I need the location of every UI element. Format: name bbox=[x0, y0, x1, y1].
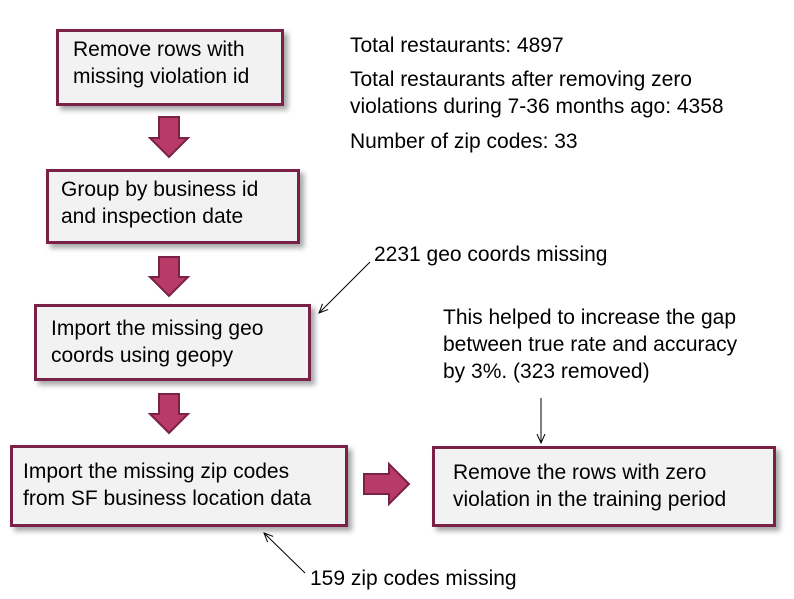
annotation-text: by 3%. (323 removed) bbox=[443, 360, 650, 383]
step-line: Import the missing geo bbox=[51, 317, 264, 340]
stat-total-restaurants: Total restaurants: 4897 bbox=[350, 32, 564, 59]
annotation-text: 159 zip codes missing bbox=[310, 567, 517, 590]
down-arrow-1 bbox=[147, 116, 191, 159]
step-line: Remove rows with bbox=[73, 38, 245, 61]
step-remove-zero-violation: Remove the rows with zero violation in t… bbox=[432, 446, 776, 527]
down-arrow-2 bbox=[147, 256, 191, 298]
step-line: Group by business id bbox=[61, 178, 259, 201]
step-import-geo: Import the missing geo coords using geop… bbox=[34, 304, 311, 381]
stat-text: violations during 7-36 months ago: 4358 bbox=[350, 95, 724, 118]
step-line: and inspection date bbox=[61, 205, 244, 228]
step-line: coords using geopy bbox=[51, 344, 234, 367]
down-arrow-3 bbox=[147, 393, 191, 435]
stat-zip-codes: Number of zip codes: 33 bbox=[350, 128, 578, 155]
stat-text: Number of zip codes: 33 bbox=[350, 130, 578, 153]
geo-missing-pointer bbox=[319, 261, 371, 313]
right-arrow bbox=[363, 461, 411, 507]
stat-after-removing: Total restaurants after removing zero vi… bbox=[350, 66, 724, 120]
stat-text: Total restaurants: 4897 bbox=[350, 34, 564, 57]
step-import-zip: Import the missing zip codes from SF bus… bbox=[10, 445, 348, 527]
annotation-text: 2231 geo coords missing bbox=[374, 243, 608, 266]
step-line: Import the missing zip codes bbox=[23, 460, 290, 483]
annotation-zip-missing: 159 zip codes missing bbox=[310, 565, 517, 592]
stat-text: Total restaurants after removing zero bbox=[350, 68, 692, 91]
zip-missing-pointer bbox=[264, 533, 306, 574]
annotation-gap-note: This helped to increase the gap between … bbox=[443, 304, 737, 385]
step-line: Remove the rows with zero bbox=[453, 461, 707, 484]
step-group-by: Group by business id and inspection date bbox=[46, 169, 300, 244]
step-line: violation in the training period bbox=[453, 488, 727, 511]
annotation-text: between true rate and accuracy bbox=[443, 333, 738, 356]
step-line: missing violation id bbox=[73, 65, 250, 88]
annotation-text: This helped to increase the gap bbox=[443, 306, 737, 329]
annotation-geo-missing: 2231 geo coords missing bbox=[374, 241, 607, 268]
step-line: from SF business location data bbox=[23, 487, 312, 510]
step-remove-missing-violation: Remove rows with missing violation id bbox=[56, 29, 284, 106]
